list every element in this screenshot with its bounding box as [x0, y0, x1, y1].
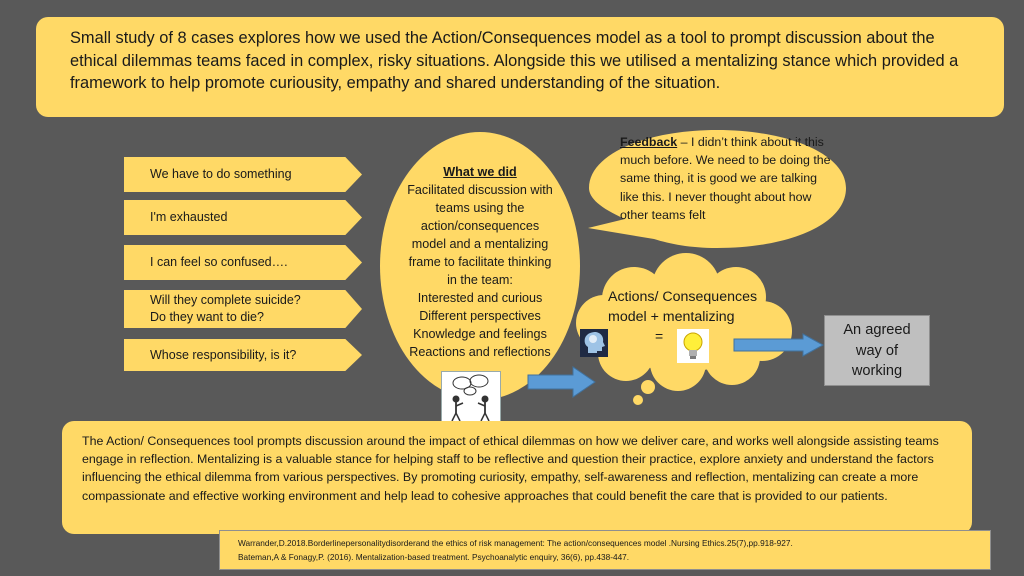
- outcome-line: An agreed: [843, 322, 911, 338]
- what-we-did-line: frame to facilitate thinking: [408, 255, 552, 269]
- quote-arrow-5: Whose responsibility, is it?: [124, 339, 362, 371]
- equals-sign: =: [655, 328, 664, 344]
- reference-item: Warrander,D.2018.Borderlinepersonalitydi…: [238, 538, 793, 548]
- outcome-line: working: [851, 363, 903, 379]
- summary-text: Small study of 8 cases explores how we u…: [70, 29, 959, 92]
- what-we-did-line: Knowledge and feelings: [413, 327, 547, 341]
- brain-head-icon: [580, 329, 608, 357]
- lightbulb-icon: [677, 329, 709, 363]
- quote-text: I'm exhausted: [150, 210, 228, 224]
- quote-text: Whose responsibility, is it?: [150, 347, 297, 362]
- two-people-talking-icon: [441, 371, 501, 425]
- conclusion-panel: The Action/ Consequences tool prompts di…: [62, 421, 972, 534]
- quote-arrow-3: I can feel so confused….: [124, 245, 362, 280]
- arrow-right-icon: [733, 333, 825, 357]
- outcome-box: An agreed way of working: [824, 315, 930, 386]
- feedback-speech-bubble: [588, 130, 846, 248]
- quote-text: Will they complete suicide?: [150, 293, 301, 307]
- references-panel: Warrander,D.2018.Borderlinepersonalitydi…: [219, 530, 991, 570]
- quote-text-second-line: Do they want to die?: [150, 310, 264, 324]
- feedback-text: – I didn’t think about it this much befo…: [620, 135, 831, 222]
- what-we-did-line: Facilitated discussion with: [407, 183, 553, 197]
- outcome-line: way of: [855, 342, 899, 359]
- quote-arrow-1: We have to do something: [124, 157, 362, 192]
- conclusion-text: The Action/ Consequences tool prompts di…: [82, 434, 939, 503]
- quote-text: We have to do something: [150, 167, 292, 181]
- what-we-did-line: Different perspectives: [419, 309, 541, 323]
- what-we-did-line: Reactions and reflections: [409, 345, 551, 359]
- feedback-text-block: Feedback – I didn’t think about it this …: [620, 133, 836, 224]
- what-we-did-oval: What we did Facilitated discussion with …: [380, 132, 580, 400]
- cloud-line: Actions/ Consequences: [608, 289, 758, 305]
- quote-text: I can feel so confused….: [150, 255, 288, 269]
- feedback-label: Feedback: [620, 135, 678, 149]
- summary-panel: Small study of 8 cases explores how we u…: [36, 17, 1004, 117]
- what-we-did-line: Interested and curious: [417, 291, 543, 305]
- arrow-right-icon: [527, 366, 596, 398]
- what-we-did-line: in the team:: [447, 273, 513, 287]
- what-we-did-line: action/consequences: [420, 219, 540, 233]
- cloud-text-block: Actions/ Consequences model + mentalizin…: [608, 287, 778, 327]
- reference-item: Bateman,A & Fonagy,P. (2016). Mentalizat…: [238, 552, 630, 562]
- what-we-did-heading: What we did: [443, 165, 517, 179]
- quote-arrow-2: I'm exhausted: [124, 200, 362, 235]
- what-we-did-line: model and a mentalizing: [411, 237, 549, 251]
- cloud-line: model + mentalizing: [608, 309, 735, 325]
- quote-arrow-4: Will they complete suicide? Do they want…: [124, 290, 362, 328]
- what-we-did-line: teams using the: [435, 201, 525, 215]
